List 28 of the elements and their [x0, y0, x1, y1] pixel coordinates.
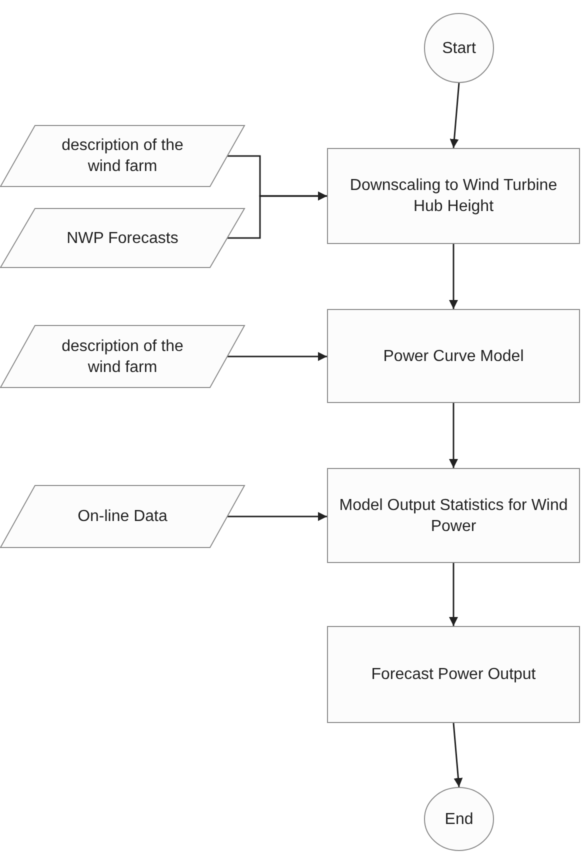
arrow — [228, 512, 327, 521]
input-parallelogram — [0, 208, 245, 268]
node-label: description of the wind farm — [60, 136, 184, 177]
arrow — [450, 82, 460, 148]
arrow — [449, 403, 458, 468]
process-box — [327, 626, 580, 723]
arrow — [449, 563, 458, 626]
process-box — [327, 309, 580, 403]
node-label: On-line Data — [78, 507, 168, 527]
process-box — [327, 468, 580, 563]
process-box — [327, 148, 580, 244]
arrow — [449, 244, 458, 309]
node-label: End — [444, 810, 474, 830]
arrow — [228, 192, 327, 239]
node-label: Model Output Statistics for Wind Power — [338, 496, 569, 536]
node-label: Downscaling to Wind Turbine Hub Height — [348, 176, 558, 217]
terminal-circle — [424, 13, 494, 83]
node-label: Forecast Power Output — [371, 665, 536, 685]
node-label: Start — [442, 38, 476, 58]
node-label: NWP Forecasts — [66, 228, 178, 248]
input-parallelogram — [0, 125, 245, 187]
input-parallelogram — [0, 325, 245, 388]
node-label: description of the wind farm — [60, 336, 184, 378]
arrow — [452, 722, 463, 788]
arrow — [228, 352, 327, 361]
node-label: Power Curve Model — [383, 346, 524, 366]
terminal-circle — [424, 787, 494, 851]
input-parallelogram — [0, 485, 245, 548]
